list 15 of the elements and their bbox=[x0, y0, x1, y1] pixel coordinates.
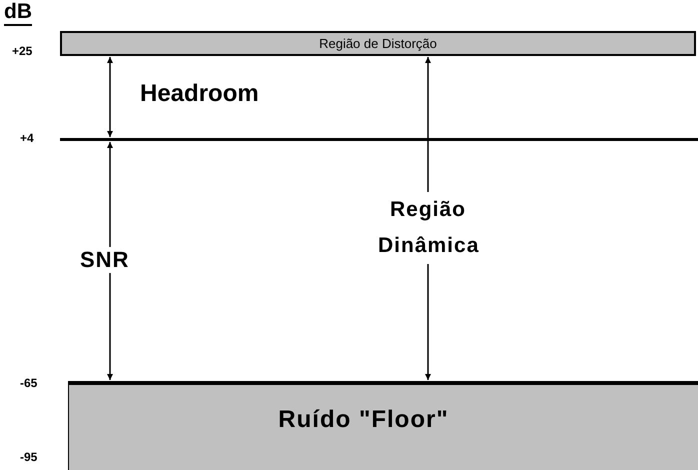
level-value: -65 bbox=[20, 376, 38, 390]
edge-label: Headroom bbox=[140, 80, 259, 108]
band-label: Região de Distorção bbox=[319, 36, 437, 51]
noise-floor-band bbox=[68, 381, 698, 470]
edge-label: SNR bbox=[80, 247, 130, 273]
unit-label: dB bbox=[4, 0, 32, 26]
edge-label: Região Dinâmica bbox=[378, 192, 478, 264]
level-value: +25 bbox=[12, 44, 32, 58]
level-value: -95 bbox=[20, 450, 38, 464]
level-line bbox=[60, 138, 698, 141]
level-value: +4 bbox=[20, 131, 34, 145]
band-label: Ruído "Floor" bbox=[278, 406, 449, 434]
distortion-band bbox=[60, 31, 696, 56]
double-arrow bbox=[107, 57, 113, 137]
double-arrow bbox=[107, 142, 113, 380]
